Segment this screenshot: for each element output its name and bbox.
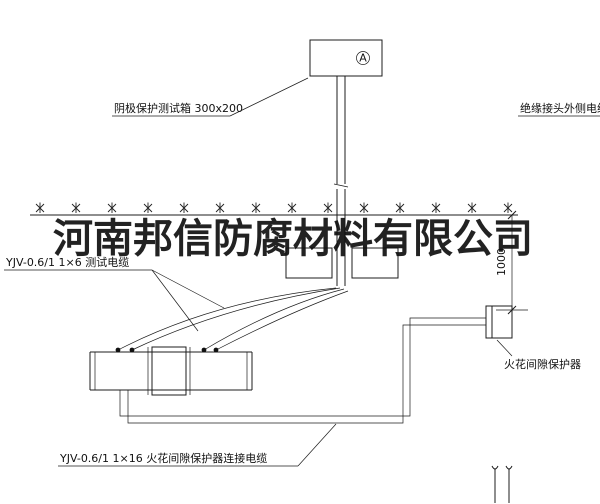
- connection-cable-label: YJV-0.6/1 1×16 火花间隙保护器连接电缆: [59, 451, 267, 465]
- test-box-label: 阴极保护测试箱 300x200: [114, 101, 243, 115]
- insulated-joint-cable-label: 绝缘接头外侧电缆: [520, 101, 600, 115]
- label-connection-cable: YJV-0.6/1 1×16 火花间隙保护器连接电缆: [58, 423, 337, 467]
- pipeline: [89, 346, 253, 396]
- label-test-box: 阴极保护测试箱 300x200: [112, 77, 309, 117]
- dimension-text: 1000: [495, 248, 508, 276]
- label-test-cable: YJV-0.6/1 1×6 测试电缆: [4, 256, 225, 332]
- pipe-break-symbol: [491, 465, 513, 503]
- test-cables: [117, 287, 349, 351]
- weld-terminal: [115, 347, 121, 353]
- weld-terminal: [213, 347, 219, 353]
- spark-gap-label: 火花间隙保护器: [504, 357, 581, 371]
- label-insulated-joint-cable: 绝缘接头外侧电缆: [518, 101, 600, 117]
- spark-gap-protector: [485, 305, 513, 339]
- watermark-text: 河南邦信防腐材料有限公司: [53, 216, 533, 262]
- conduit-riser: [333, 76, 349, 286]
- concrete-blocks: [285, 247, 399, 279]
- ammeter-symbol: [356, 51, 370, 65]
- ammeter-letter: A: [359, 52, 367, 65]
- weld-terminal: [129, 347, 135, 353]
- test-box: A: [309, 39, 383, 77]
- weld-terminal: [201, 347, 207, 353]
- insulating-joint: [151, 346, 187, 396]
- spark-gap-cables: [119, 317, 486, 424]
- grade-line: [30, 202, 518, 216]
- dimension-depth: 1000: [495, 210, 528, 315]
- test-cable-label: YJV-0.6/1 1×6 测试电缆: [5, 256, 129, 269]
- label-spark-gap: 火花间隙保护器: [496, 339, 581, 371]
